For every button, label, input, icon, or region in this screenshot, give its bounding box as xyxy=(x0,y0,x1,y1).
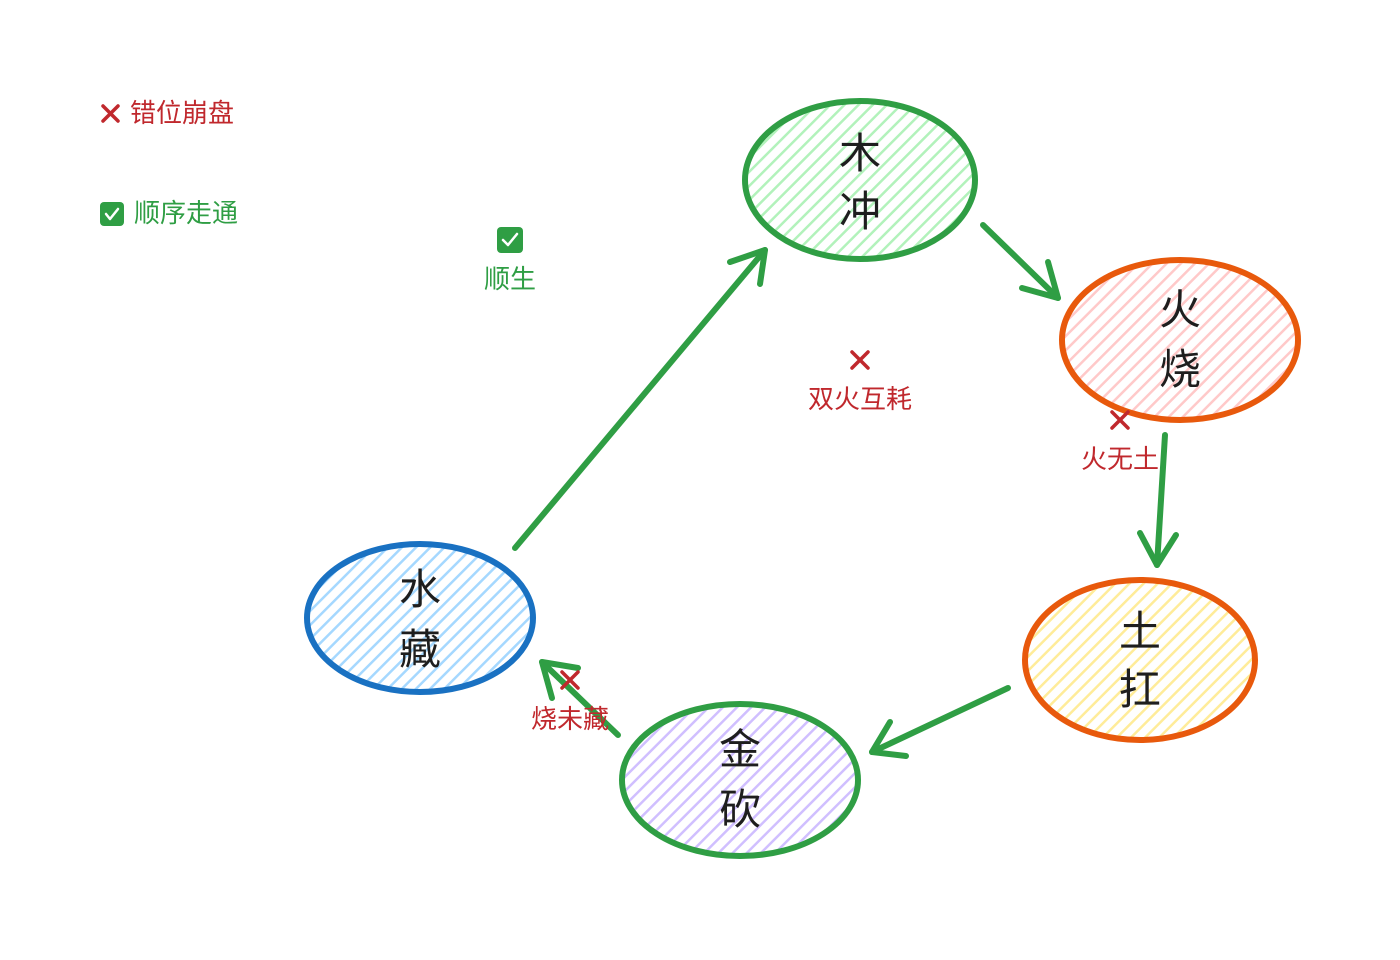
annotation-burn-not-hide-label: 烧未藏 xyxy=(531,705,609,735)
arrow-water-to-wood xyxy=(512,247,768,551)
annotation-shunsheng: 顺生 xyxy=(484,227,536,295)
arrow-metal-to-water xyxy=(539,659,621,738)
arrow-earth-to-metal xyxy=(869,685,1011,759)
node-wood-line2: 冲 xyxy=(839,187,881,236)
legend-pass: 顺序走通 xyxy=(100,199,238,229)
annotation-double-fire: 双火互耗 xyxy=(808,350,912,415)
node-metal: 金 砍 xyxy=(619,701,861,859)
annotation-fire-no-earth-label: 火无土 xyxy=(1081,445,1159,475)
legend-pass-label: 顺序走通 xyxy=(134,199,238,229)
node-fire-line1: 火 xyxy=(1159,285,1201,334)
annotation-shunsheng-label: 顺生 xyxy=(484,265,536,295)
node-wood: 木 冲 xyxy=(742,98,978,262)
node-earth-line1: 土 xyxy=(1119,607,1161,656)
node-water-line2: 藏 xyxy=(399,625,441,674)
node-fire-line2: 烧 xyxy=(1159,345,1201,394)
node-fire: 火 烧 xyxy=(1059,257,1301,423)
node-earth: 土 扛 xyxy=(1022,577,1258,743)
arrow-wood-to-fire xyxy=(980,222,1061,301)
node-wood-line1: 木 xyxy=(839,129,881,178)
annotation-fire-no-earth: 火无土 xyxy=(1081,410,1159,475)
checkbox-checked-icon xyxy=(100,202,124,226)
node-water: 水 藏 xyxy=(304,541,536,695)
cross-icon xyxy=(850,350,870,370)
legend-fail-label: 错位崩盘 xyxy=(130,99,234,129)
annotation-double-fire-label: 双火互耗 xyxy=(808,385,912,415)
checkbox-checked-icon xyxy=(497,227,523,253)
node-water-line1: 水 xyxy=(399,565,441,614)
arrow-fire-to-earth xyxy=(1137,432,1179,568)
cross-icon xyxy=(1110,410,1130,430)
annotation-burn-not-hide: 烧未藏 xyxy=(531,670,609,735)
legend-fail: 错位崩盘 xyxy=(101,99,234,129)
node-metal-line2: 砍 xyxy=(719,785,761,834)
cross-icon xyxy=(560,670,580,690)
node-earth-line2: 扛 xyxy=(1119,665,1161,714)
cross-icon xyxy=(101,104,120,123)
node-metal-line1: 金 xyxy=(719,725,761,774)
